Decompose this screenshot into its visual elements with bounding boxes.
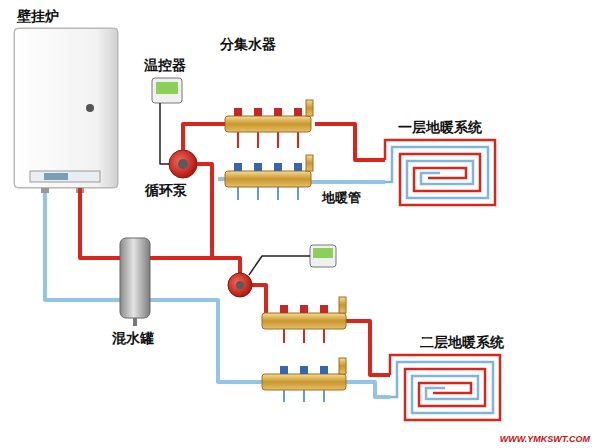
floor-heating-coil: 二层地暖系统 xyxy=(390,355,500,420)
node-heading: 壁挂炉 xyxy=(17,8,59,25)
manifold: 分集水器 xyxy=(225,108,315,190)
supply-pipe xyxy=(183,124,225,150)
node-heading: 分集水器 xyxy=(220,36,276,53)
watermark: WWW.YMKSWT.COM xyxy=(500,434,590,444)
thermostat: 温控器 xyxy=(152,78,182,103)
mixing-tank: 混水罐 xyxy=(120,238,150,318)
node-heading: 循环泵 xyxy=(145,182,187,199)
supply-pipe xyxy=(315,124,385,160)
supply-pipe xyxy=(150,164,212,258)
node-heading: 温控器 xyxy=(144,57,186,74)
boiler: 壁挂炉 xyxy=(14,28,118,188)
node-heading: 混水罐 xyxy=(112,330,154,347)
floor-heating-coil: 一层地暖系统 xyxy=(385,140,495,205)
pipe-label: 地暖管 xyxy=(322,189,361,207)
node-heading: 二层地暖系统 xyxy=(420,334,504,351)
circulation-pump: 循环泵 xyxy=(169,150,197,178)
supply-pipe xyxy=(80,188,120,258)
node-heading: 一层地暖系统 xyxy=(398,119,482,136)
control-wire xyxy=(160,103,169,164)
